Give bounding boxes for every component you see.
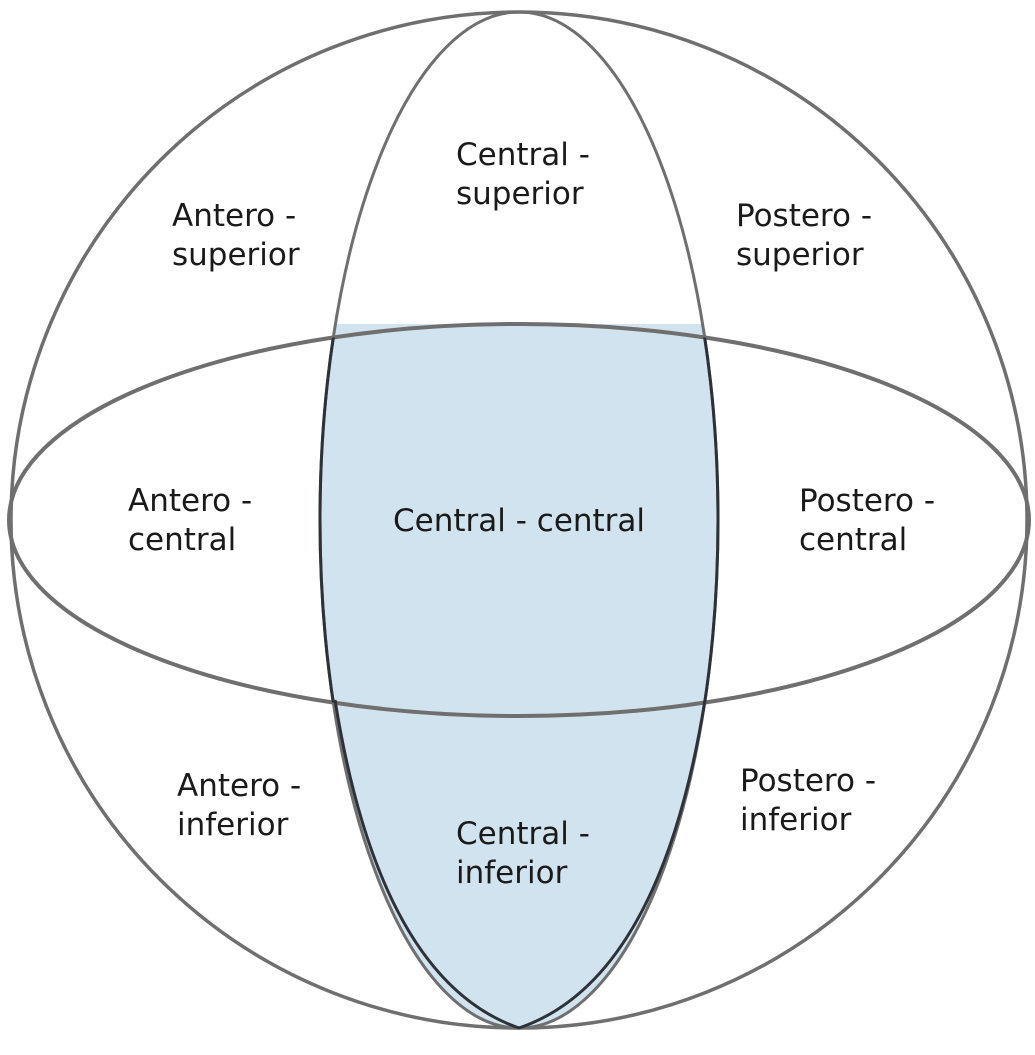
central-band-highlight [320,324,718,1028]
label-postero-inferior-line2: inferior [740,802,852,838]
label-antero-inferior-line2: inferior [177,807,289,843]
label-central-superior-line2: superior [456,176,584,212]
label-postero-central-line2: central [799,522,907,558]
label-central-central: Central - central [393,503,645,539]
label-central-inferior-line1: Central - [456,816,590,852]
label-antero-superior-line2: superior [172,237,300,273]
label-antero-central-line1: Antero - [128,483,252,519]
label-postero-inferior-line1: Postero - [740,763,876,799]
vertical-ellipse-inner-outline [318,324,720,716]
label-antero-superior-line1: Antero - [172,198,296,234]
label-antero-central-line2: central [128,522,236,558]
label-antero-inferior-line1: Antero - [177,768,301,804]
label-postero-central-line1: Postero - [799,483,935,519]
label-central-superior-line1: Central - [456,137,590,173]
label-central-inferior-line2: inferior [456,855,568,891]
lower-lobe-outline [333,699,707,1030]
label-postero-superior-line1: Postero - [736,198,872,234]
horizontal-ellipse-outline [7,322,1031,718]
label-postero-superior-line2: superior [736,237,864,273]
